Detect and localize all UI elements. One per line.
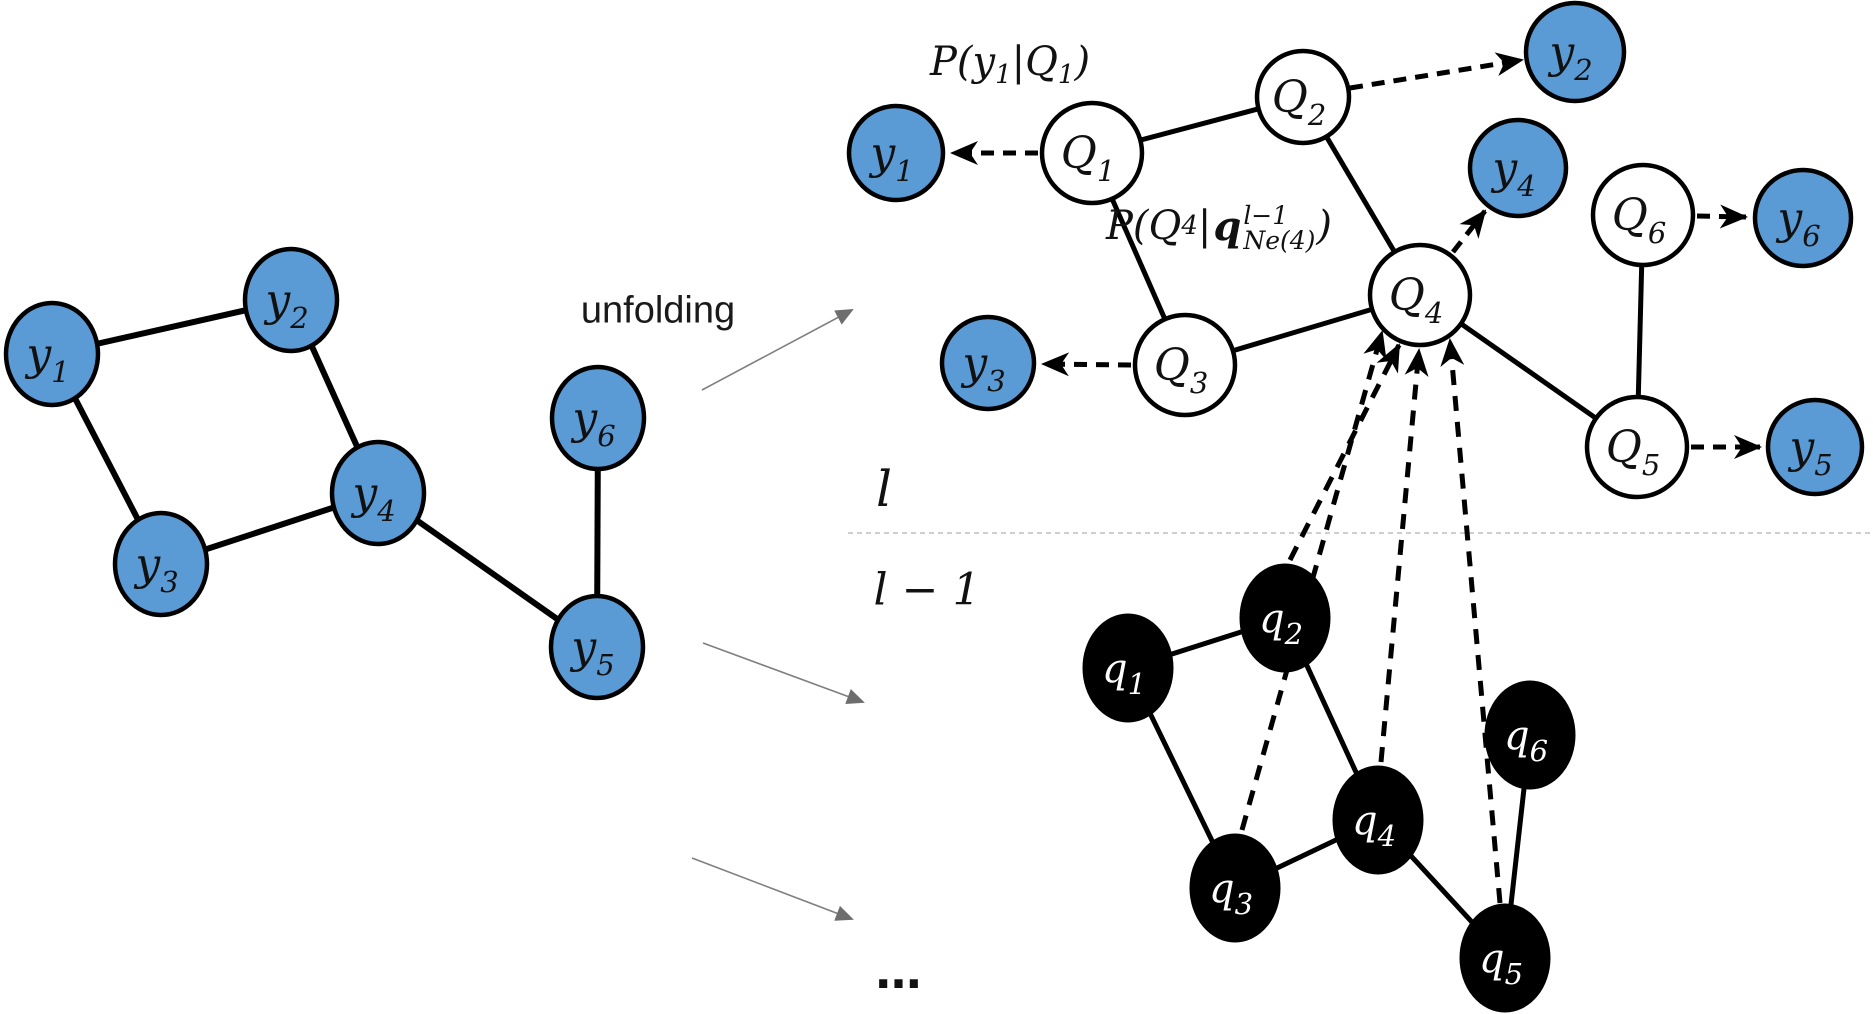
node-Q5: Q5 <box>1584 394 1690 500</box>
obs-arrow-Q3-to-y3-icon <box>1041 352 1132 377</box>
subscript-Ne4: Ne(4) <box>1243 226 1316 255</box>
msg-arrow-q3-to-Q4-icon <box>1239 330 1387 831</box>
svg-text:q5: q5 <box>1479 936 1523 991</box>
svg-text:Q6: Q6 <box>1612 190 1667 250</box>
svg-text:y1: y1 <box>868 128 913 188</box>
svg-text:y2: y2 <box>1547 27 1592 87</box>
node-Q3: Q3 <box>1132 312 1238 418</box>
node-y2-original: y2 <box>242 246 340 354</box>
unfold-arrow-top-icon <box>701 309 854 391</box>
svg-text:y2: y2 <box>263 275 308 335</box>
layer-lminus1-edges <box>1125 615 1533 960</box>
unfold-arrow-middle-icon <box>702 642 865 704</box>
node-y3-original: y3 <box>112 510 210 618</box>
svg-text:y3: y3 <box>133 539 178 599</box>
svg-text:Q4: Q4 <box>1389 270 1444 330</box>
node-q6-prev: q6 <box>1484 680 1576 790</box>
svg-text:q6: q6 <box>1504 713 1548 768</box>
msg-arrow-q4-to-Q4-icon <box>1378 348 1429 763</box>
node-y5-unfolded: y5 <box>1765 397 1865 497</box>
svg-text:y6: y6 <box>1775 193 1820 253</box>
message-arrows-to-Q4 <box>1239 330 1503 904</box>
node-Q2: Q2 <box>1254 48 1352 146</box>
formula-p-y1-given-Q1: P(y1|Q1) <box>929 39 1091 90</box>
svg-text:y4: y4 <box>350 468 395 528</box>
svg-text:q2: q2 <box>1259 596 1303 651</box>
observation-arrows <box>950 52 1762 459</box>
original-graph-nodes: y1 y2 y3 y4 y6 y5 <box>3 246 647 701</box>
unfold-arrow-bottom-icon <box>691 857 854 921</box>
obs-arrow-Q4-to-y4-icon <box>1451 209 1487 254</box>
node-q1-prev: q1 <box>1082 613 1174 723</box>
svg-text:Q2: Q2 <box>1272 72 1327 132</box>
svg-text:y5: y5 <box>1787 422 1832 482</box>
node-y4-original: y4 <box>329 439 427 547</box>
svg-text:Q5: Q5 <box>1606 422 1661 482</box>
node-y1-original: y1 <box>3 300 101 408</box>
node-Q4: Q4 <box>1367 242 1473 348</box>
node-Q6: Q6 <box>1590 162 1696 268</box>
svg-text:Q1: Q1 <box>1061 128 1116 188</box>
node-y3-unfolded: y3 <box>939 314 1037 412</box>
node-y6-unfolded: y6 <box>1752 167 1854 269</box>
node-y2-unfolded: y2 <box>1523 0 1627 104</box>
msg-arrow-q2-to-Q4-icon <box>1287 343 1402 562</box>
node-Q1: Q1 <box>1039 100 1145 206</box>
node-y6-original: y6 <box>549 364 647 472</box>
ellipsis-more-layers: … <box>875 945 925 999</box>
svg-text:y4: y4 <box>1490 143 1535 203</box>
node-q5-prev: q5 <box>1459 903 1551 1013</box>
svg-text:y6: y6 <box>570 393 615 453</box>
node-y4-unfolded: y4 <box>1467 117 1569 219</box>
svg-text:q1: q1 <box>1102 646 1146 701</box>
svg-text:q4: q4 <box>1352 798 1396 853</box>
layer-l-Q-nodes: Q1 Q2 Q3 Q4 Q5 Q6 <box>1039 48 1696 500</box>
obs-arrow-Q2-to-y2-icon <box>1349 52 1524 91</box>
svg-text:y1: y1 <box>24 329 69 389</box>
svg-text:q3: q3 <box>1209 866 1253 921</box>
node-y1-unfolded: y1 <box>846 103 946 203</box>
node-q4-prev: q4 <box>1332 765 1424 875</box>
layer-l-minus-1-label: l − 1 <box>873 564 981 616</box>
unfolding-label: unfolding <box>580 289 736 332</box>
layer-lminus1-q-nodes: q1 q2 q3 q4 q5 q6 <box>1082 563 1576 1013</box>
svg-text:Q3: Q3 <box>1154 340 1209 400</box>
node-q2-prev: q2 <box>1239 563 1331 673</box>
node-y5-original: y5 <box>548 593 646 701</box>
superscript-l-minus-1: l−1 <box>1243 201 1289 230</box>
svg-text:y5: y5 <box>569 622 614 682</box>
obs-arrow-Q6-to-y6-icon <box>1696 204 1748 229</box>
svg-text:y3: y3 <box>960 338 1005 398</box>
layer-l-y-nodes: y1 y2 y3 y4 y5 y6 <box>846 0 1865 497</box>
layer-l-label: l <box>876 460 892 518</box>
msg-arrow-q5-to-Q4-icon <box>1440 338 1503 904</box>
node-q3-prev: q3 <box>1189 833 1281 943</box>
